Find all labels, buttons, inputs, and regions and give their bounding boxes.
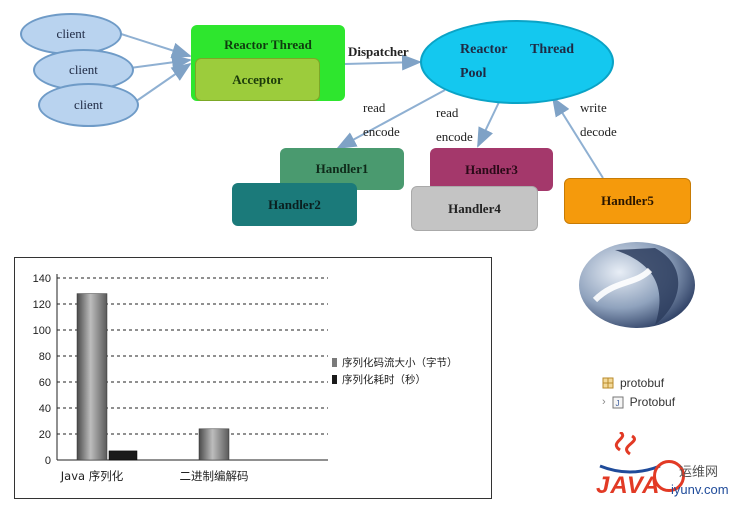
sphere-logo-graphic: [579, 242, 695, 328]
java-logo-text: JAVA: [596, 472, 661, 499]
handler5-box: Handler5: [564, 178, 691, 224]
acceptor-label: Acceptor: [232, 71, 283, 87]
client-3: client: [38, 83, 139, 127]
handler3-label: Handler3: [465, 161, 518, 177]
chevron-right-icon[interactable]: ›: [602, 396, 606, 408]
x-tick-label: 二进制编解码: [180, 469, 249, 483]
watermark-ring-icon: [653, 460, 685, 492]
client1-arrow: [117, 32, 192, 59]
edge-label-h3: read encode: [436, 101, 473, 149]
handler1-arrow: [336, 89, 446, 149]
edge-label-h1-line2: encode: [363, 124, 400, 139]
edge-label-h5-line2: decode: [580, 124, 617, 139]
edge-label-h1-line1: read: [363, 100, 386, 115]
handler5-arrow: [551, 96, 604, 179]
client-3-label: client: [74, 97, 103, 112]
client2-arrow: [129, 54, 192, 71]
handler1-label: Handler1: [315, 161, 369, 176]
reactor-pool-word-3: Pool: [460, 66, 487, 81]
y-tick-label: 100: [33, 325, 51, 337]
watermark-cn: 运维网: [679, 465, 719, 480]
y-tick-label: 0: [45, 455, 51, 467]
legend-item-time: 序列化耗时（秒）: [332, 372, 426, 387]
dispatcher-label: Dispatcher: [348, 44, 409, 59]
legend-label-size: 序列化码流大小（字节）: [342, 357, 458, 369]
java-logo: JAVA: [590, 430, 680, 502]
tree-package-label: protobuf: [620, 376, 665, 390]
legend-swatch-size: [332, 358, 337, 367]
handler5-label: Handler5: [601, 193, 654, 208]
acceptor-box: Acceptor: [195, 58, 320, 101]
edge-label-h3-line1: read: [436, 105, 459, 120]
legend-item-size: 序列化码流大小（字节）: [332, 355, 458, 370]
handler4-box: Handler4: [411, 186, 538, 231]
y-tick-label: 40: [39, 403, 51, 415]
watermark-url: iyunv.com: [671, 482, 729, 497]
client-2-label: client: [69, 62, 98, 77]
bar-size-1: [198, 428, 230, 461]
tree-item-package[interactable]: protobuf: [602, 376, 664, 390]
java-file-icon: J: [612, 396, 624, 408]
edge-label-h3-line2: encode: [436, 129, 473, 144]
svg-text:J: J: [615, 399, 619, 408]
handler2-label: Handler2: [268, 196, 321, 212]
reactor-pool-ellipse: Reactor Thread Pool: [420, 20, 614, 104]
edge-label-h5-line1: write: [580, 100, 607, 115]
legend-swatch-time: [332, 375, 337, 384]
package-icon: [602, 377, 614, 389]
edge-label-h5: write decode: [580, 96, 617, 144]
sphere-logo: [575, 240, 703, 330]
reactor-pool-word-2: Thread: [530, 42, 575, 57]
bar-size-0: [76, 293, 108, 461]
handler2-box: Handler2: [232, 183, 357, 226]
y-tick-label: 140: [33, 273, 51, 285]
client-1: client: [20, 13, 122, 55]
handler3-arrow: [477, 99, 501, 148]
y-tick-label: 120: [33, 299, 51, 311]
y-tick-label: 20: [39, 429, 51, 441]
reactor-thread-label: Reactor Thread: [224, 37, 312, 52]
watermark: 运维网 iyunv.com: [653, 460, 739, 502]
legend-label-time: 序列化耗时（秒）: [342, 374, 426, 386]
tree-file-label: Protobuf: [629, 395, 676, 409]
client3-arrow: [134, 62, 192, 103]
client-1-label: client: [56, 26, 86, 41]
connector-arrows: [117, 32, 604, 179]
dispatcher-arrow: [344, 54, 422, 71]
y-tick-label: 80: [39, 351, 51, 363]
edge-label-h1: read encode: [363, 96, 400, 144]
y-tick-label: 60: [39, 377, 51, 389]
tree-item-file[interactable]: › J Protobuf: [602, 395, 675, 409]
x-tick-label: Java 序列化: [60, 469, 124, 483]
handler4-label: Handler4: [448, 200, 501, 216]
bar-time-0: [108, 450, 138, 461]
reactor-pool-word-1: Reactor: [460, 42, 508, 57]
handler3-box: Handler3: [430, 148, 553, 191]
